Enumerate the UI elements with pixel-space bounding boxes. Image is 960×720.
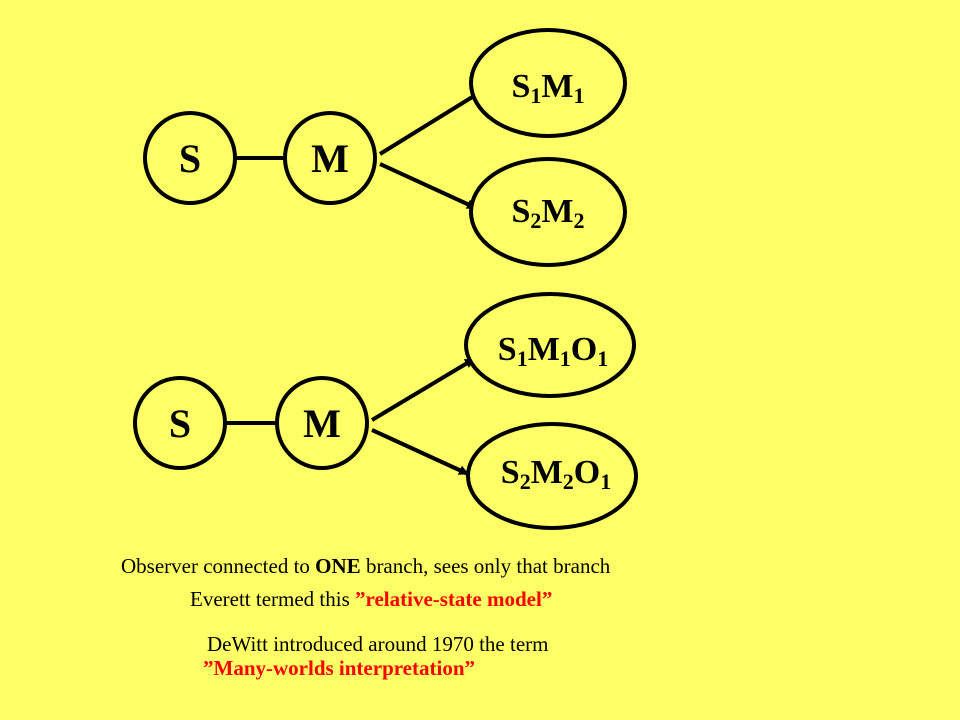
bottom-branch1-s-sub: 1	[517, 346, 528, 371]
bottom-s-node	[133, 376, 227, 470]
top-branch1-m: M	[541, 68, 573, 105]
top-branch1-s-sub: 1	[530, 83, 541, 108]
bottom-branch2-s-sub: 2	[520, 469, 531, 494]
top-diagram: S M S1M1 S2M2	[143, 28, 627, 267]
caption-everett-pre: Everett termed this	[190, 587, 356, 611]
bottom-branch1-node	[464, 292, 636, 398]
top-arrow-upper	[378, 89, 484, 156]
top-branch1-node	[469, 28, 627, 138]
top-branch1-m-sub: 1	[574, 83, 585, 108]
bottom-diagram: S M S1M1O1 S2M2O1	[133, 292, 638, 530]
caption-relative-state-term: ”relative-state model”	[355, 587, 553, 611]
top-branch2-m-sub: 2	[574, 208, 585, 233]
bottom-arrow-lower	[371, 428, 469, 476]
top-s-label: S	[179, 136, 201, 181]
caption-everett: Everett termed this ”relative-state mode…	[190, 587, 552, 612]
top-branch2-label: S2M2	[511, 193, 584, 233]
caption-observer-post: branch, sees only that branch	[360, 554, 611, 578]
bottom-branch2-m: M	[531, 454, 563, 491]
top-branch2-s: S	[511, 193, 530, 230]
caption-observer-pre: Observer connected to	[121, 554, 316, 578]
caption-observer-emph: ONE	[315, 554, 361, 578]
top-m-label: M	[311, 136, 349, 181]
caption-dewitt: DeWitt introduced around 1970 the term	[207, 632, 548, 657]
bottom-m-node	[275, 376, 369, 470]
bottom-branch1-m-sub: 1	[560, 346, 571, 371]
top-branch2-node	[469, 157, 627, 267]
bottom-branch1-label: S1M1O1	[498, 331, 608, 371]
top-branch1-label: S1M1	[511, 68, 584, 108]
caption-dewitt-text: DeWitt introduced around 1970 the term	[207, 632, 549, 656]
bottom-branch1-m: M	[528, 331, 560, 368]
top-branch1-s: S	[511, 68, 530, 105]
bottom-branch1-s: S	[498, 331, 517, 368]
bottom-s-label: S	[169, 401, 191, 446]
bottom-branch2-label: S2M2O1	[501, 454, 611, 494]
caption-observer-branch: Observer connected to ONE branch, sees o…	[121, 554, 610, 579]
top-branch2-m: M	[541, 193, 573, 230]
caption-many-worlds-term: ”Many-worlds interpretation”	[203, 656, 476, 680]
top-arrow-lower	[379, 162, 477, 210]
top-branch2-s-sub: 2	[530, 208, 541, 233]
caption-many-worlds: ”Many-worlds interpretation”	[203, 656, 475, 681]
bottom-branch1-o-sub: 1	[597, 346, 608, 371]
bottom-branch2-node	[466, 422, 638, 530]
bottom-branch2-m-sub: 2	[563, 469, 574, 494]
bottom-branch2-o: O	[574, 454, 600, 491]
bottom-m-label: M	[303, 401, 341, 446]
bottom-branch1-o: O	[571, 331, 597, 368]
bottom-branch2-o-sub: 1	[600, 469, 611, 494]
bottom-branch2-s: S	[501, 454, 520, 491]
top-s-node	[143, 111, 237, 205]
bottom-arrow-upper	[370, 357, 476, 422]
top-m-node	[283, 111, 377, 205]
